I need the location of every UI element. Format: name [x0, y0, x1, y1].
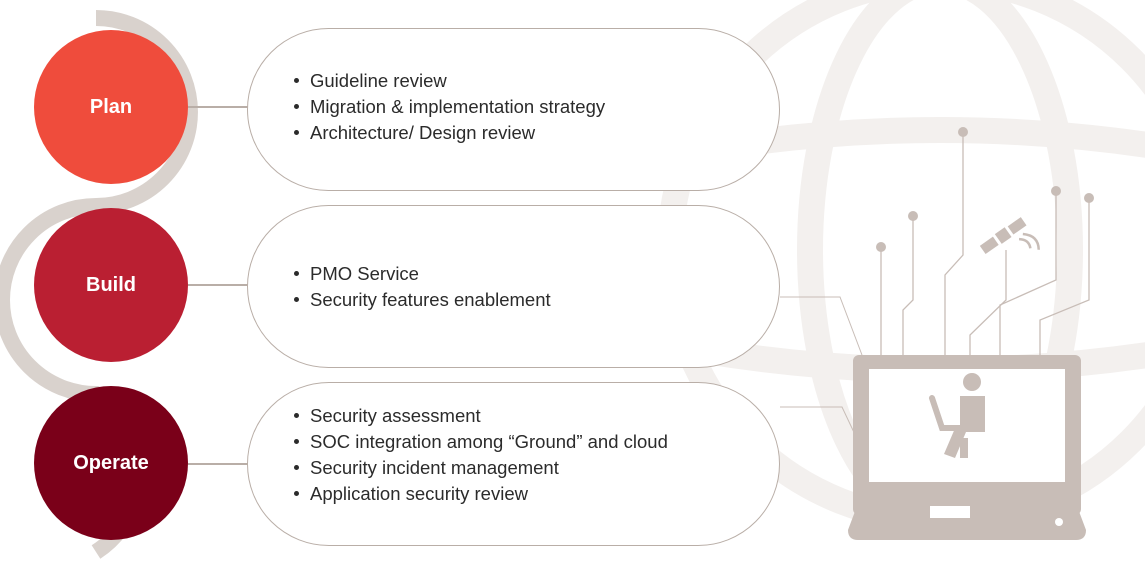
stage-circle-build: Build	[34, 208, 188, 362]
list-item: Migration & implementation strategy	[294, 94, 605, 120]
stage-label: Plan	[89, 95, 133, 118]
connector-line	[188, 463, 248, 465]
laptop-user-icon	[848, 355, 1086, 540]
connector-line	[188, 106, 248, 108]
satellite-icon	[979, 217, 1040, 255]
list-item: Security features enablement	[294, 287, 551, 313]
stage-card-operate: Security assessment SOC integration amon…	[247, 382, 780, 546]
stage-card-build: PMO Service Security features enablement	[247, 205, 780, 368]
stage-label: Operate	[73, 451, 149, 474]
list-item: Security incident management	[294, 455, 668, 481]
task-list: Security assessment SOC integration amon…	[294, 403, 668, 507]
task-list: Guideline review Migration & implementat…	[294, 68, 605, 146]
antenna-dots	[876, 127, 1094, 252]
list-item: PMO Service	[294, 261, 551, 287]
antenna-lines	[880, 132, 1090, 355]
list-item: Architecture/ Design review	[294, 120, 605, 146]
list-item: Guideline review	[294, 68, 605, 94]
list-item: SOC integration among “Ground” and cloud	[294, 429, 668, 455]
list-item: Security assessment	[294, 403, 668, 429]
task-list: PMO Service Security features enablement	[294, 261, 551, 313]
stage-card-plan: Guideline review Migration & implementat…	[247, 28, 780, 191]
stage-circle-plan: Plan	[34, 30, 188, 184]
connector-line	[188, 284, 248, 286]
stage-circle-operate: Operate	[34, 386, 188, 540]
list-item: Application security review	[294, 481, 668, 507]
stage-label: Build	[86, 273, 136, 296]
